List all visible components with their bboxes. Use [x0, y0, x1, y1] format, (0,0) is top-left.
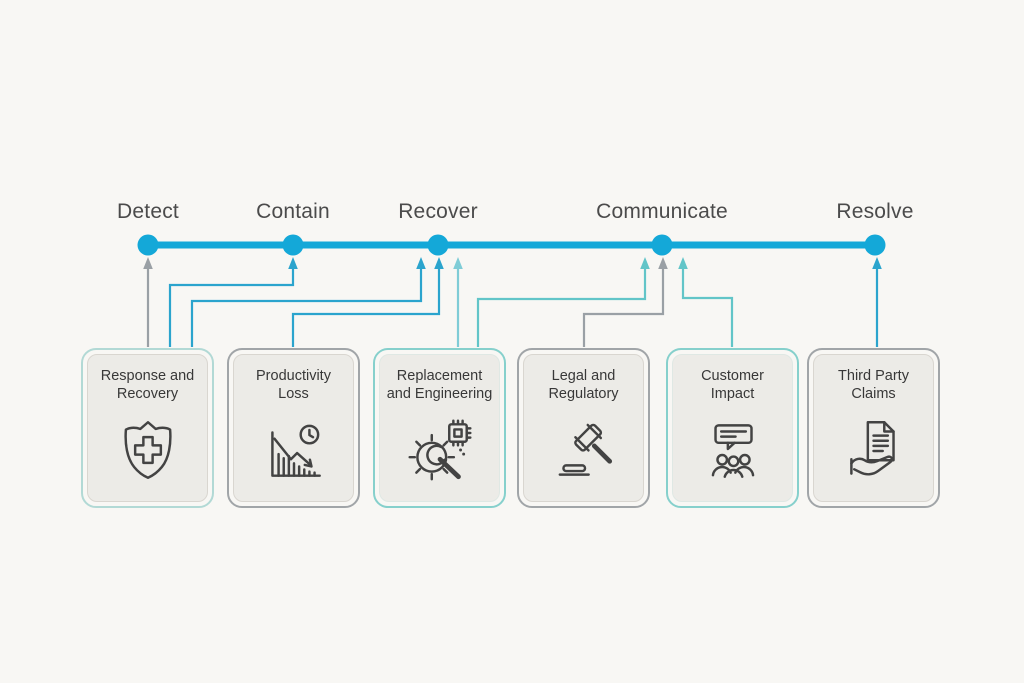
card-title: Productivity Loss: [256, 368, 331, 402]
arrowhead-recover-center: [434, 257, 444, 269]
arrowhead-recover-left: [416, 257, 426, 269]
speech-bubble-people-icon: [696, 413, 770, 487]
timeline-dot-recover: [427, 234, 449, 256]
connector-productivity-loss-to-recover: [291, 268, 441, 347]
card-title: Customer Impact: [701, 368, 764, 402]
document-hand-icon: [837, 413, 911, 487]
card-third-party-claims: Third Party Claims: [807, 348, 940, 508]
phase-label-detect: Detect: [117, 200, 179, 223]
card-title: Third Party Claims: [838, 368, 909, 402]
connector-legal-regulatory-to-communicate: [582, 268, 665, 347]
timeline-dot-communicate: [651, 234, 673, 256]
shield-cross-icon: [111, 413, 185, 487]
arrowhead-recover-right: [453, 257, 463, 269]
phase-label-contain: Contain: [256, 200, 330, 223]
card-legal-and-regulatory: Legal and Regulatory: [517, 348, 650, 508]
gear-wrench-chip-icon: [403, 413, 477, 487]
connector-response-recovery-to-recover: [190, 268, 423, 347]
card-title: Legal and Regulatory: [548, 368, 619, 402]
card-replacement-and-engineering: Replacement and Engineering: [373, 348, 506, 508]
timeline-dot-resolve: [864, 234, 886, 256]
card-title: Replacement and Engineering: [386, 368, 493, 402]
connector-response-recovery-to-contain: [168, 268, 295, 347]
gavel-icon: [547, 413, 621, 487]
card-productivity-loss: Productivity Loss: [227, 348, 360, 508]
phase-label-communicate: Communicate: [596, 200, 728, 223]
connector-customer-impact-to-communicate: [681, 268, 734, 347]
phase-label-recover: Recover: [398, 200, 478, 223]
card-response-and-recovery: Response and Recovery: [81, 348, 214, 508]
card-customer-impact: Customer Impact: [666, 348, 799, 508]
timeline-dot-detect: [137, 234, 159, 256]
declining-chart-clock-icon: [257, 413, 331, 487]
phase-label-resolve: Resolve: [836, 200, 914, 223]
arrowhead-communicate-left: [640, 257, 650, 269]
arrowhead-communicate-center: [658, 257, 668, 269]
arrowhead-detect: [143, 257, 153, 269]
connector-replacement-engineering-to-communicate: [476, 268, 647, 347]
card-title: Response and Recovery: [100, 368, 195, 402]
arrowhead-resolve: [872, 257, 882, 269]
arrowhead-contain: [288, 257, 298, 269]
timeline-dot-contain: [282, 234, 304, 256]
arrowhead-communicate-right: [678, 257, 688, 269]
